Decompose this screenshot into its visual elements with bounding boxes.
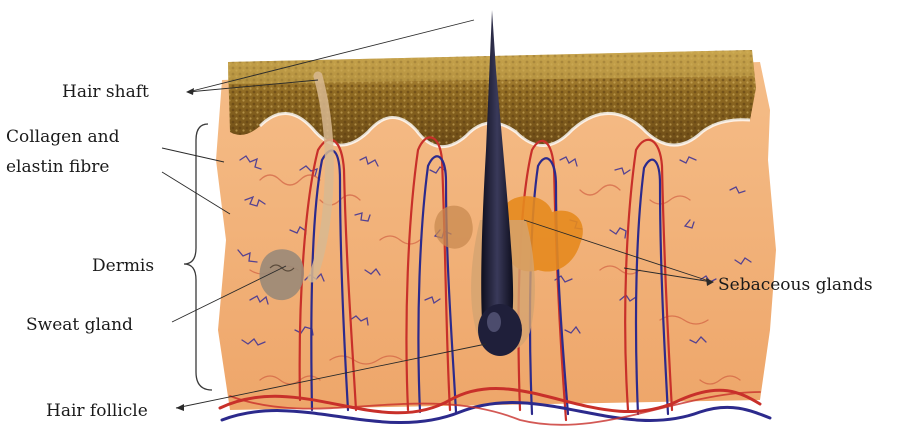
label-dermis: Dermis [92,256,154,276]
label-hair-follicle: Hair follicle [46,401,148,421]
label-collagen-line2: elastin fibre [6,157,109,177]
dermis-bracket [184,124,212,390]
label-collagen-line1: Collagen and [6,127,120,147]
label-hair-shaft: Hair shaft [62,82,149,102]
label-sebaceous-glands: Sebaceous glands [718,275,873,295]
sweat-gland [259,249,304,300]
label-sweat-gland: Sweat gland [26,315,133,335]
